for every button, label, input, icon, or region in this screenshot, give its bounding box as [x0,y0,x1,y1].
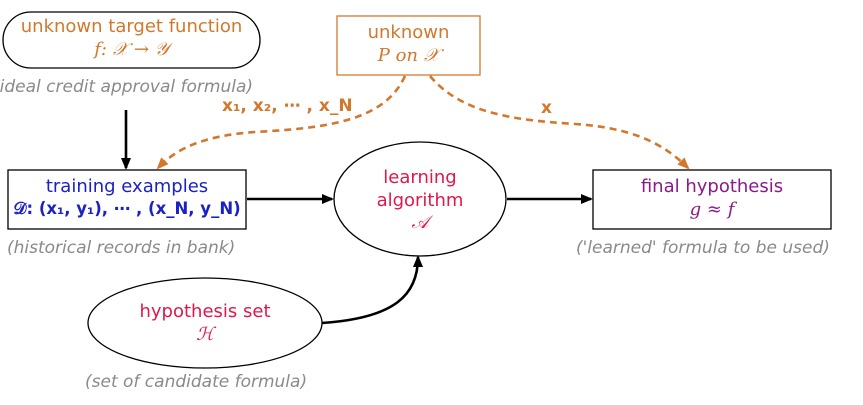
target-function-label: unknown target function f: 𝒳 → 𝒴 [3,16,260,61]
learning-algorithm-line1: learning [383,167,457,188]
training-examples-label: training examples 𝒟: (x₁, y₁), ⋯ , (x_N,… [8,176,246,219]
final-hypothesis-caption: ('learned' formula to be used) [576,238,830,258]
test-input-edge-label: x [541,98,552,118]
target-function-formula: f: 𝒳 → 𝒴 [94,38,169,60]
target-function-caption: (ideal credit approval formula) [0,77,254,97]
learning-algorithm-symbol: 𝒜 [411,212,429,233]
training-examples-title: training examples [45,176,209,197]
hypothesis-set-title: hypothesis set [139,301,271,322]
distribution-title: unknown [367,22,450,43]
target-function-title: unknown target function [20,16,243,37]
training-examples-formula: 𝒟: (x₁, y₁), ⋯ , (x_N, y_N) [13,198,241,218]
training-examples-caption: (historical records in bank) [7,238,236,258]
samples-edge-label: x₁, x₂, ⋯ , x_N [222,96,353,116]
training-examples-box [7,169,247,230]
learning-algorithm-line2: algorithm [376,189,464,211]
final-hypothesis-title: final hypothesis [640,176,784,197]
arrow-hypothesis-to-algorithm [321,255,423,325]
hypothesis-set-caption: (set of candidate formula) [85,372,308,392]
hypothesis-set-symbol: ℋ [196,323,214,345]
distribution-box [336,15,481,76]
target-function-box [2,11,261,69]
distribution-formula: P on 𝒳 [377,44,440,66]
distribution-label: unknown P on 𝒳 [337,22,480,67]
learning-algorithm-label: learning algorithm 𝒜 [334,167,506,235]
dashed-arrow-to-final [429,75,690,170]
final-hypothesis-box [592,169,832,230]
hypothesis-set-label: hypothesis set ℋ [88,301,322,346]
dashed-arrow-to-training [156,75,407,170]
final-hypothesis-label: final hypothesis g ≈ f [593,176,831,221]
final-hypothesis-formula: g ≈ f [689,198,735,220]
